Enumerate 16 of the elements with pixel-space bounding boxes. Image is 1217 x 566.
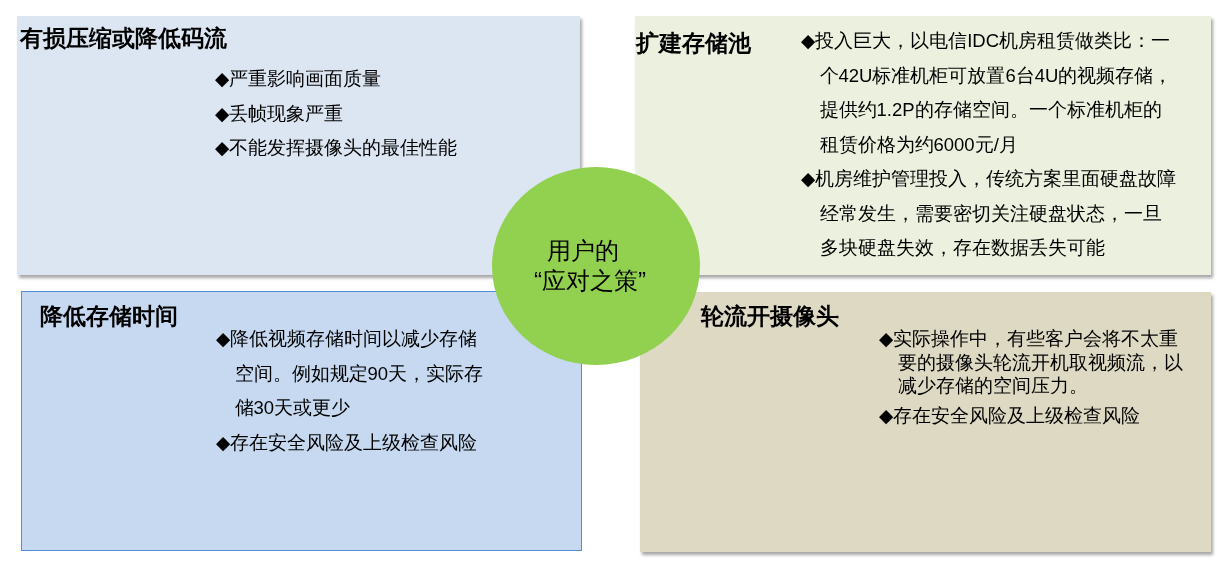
panel-heading: 扩建存储池	[636, 29, 751, 57]
bullet-text: ◆存在安全风险及上级检查风险	[216, 430, 478, 455]
panel-heading: 有损压缩或降低码流	[20, 24, 227, 52]
bullet-text: ◆存在安全风险及上级检查风险	[879, 404, 1141, 428]
info-panel	[640, 292, 1211, 552]
info-panel	[21, 291, 582, 551]
bullet-text: ◆投入巨大，以电信IDC机房租赁做类比：一个42U标准机柜可放置6台4U的视频存储，提供约1.2P的存储空间。一个标准机柜的租赁价格为约6000元/月	[801, 29, 1174, 157]
bullet-text: ◆实际操作中，有些客户会将不太重要的摄像头轮流开机取视频流，以减少存储的空间压力。	[879, 327, 1184, 398]
bullet-text: ◆机房维护管理投入，传统方案里面硬盘故障经常发生，需要密切关注硬盘状态，一旦多块硬盘失效，存在数据丢失可能	[801, 167, 1178, 260]
bullet-text: ◆不能发挥摄像头的最佳性能	[215, 136, 458, 160]
circle-label: 用户的“应对之策”	[534, 236, 647, 296]
bullet-text: ◆降低视频存储时间以减少存储空间。例如规定90天，实际存储30天或更少	[216, 327, 485, 420]
bullet-text: ◆严重影响画面质量	[215, 67, 382, 91]
panel-heading: 轮流开摄像头	[701, 302, 839, 330]
panel-heading: 降低存储时间	[40, 302, 178, 330]
bullet-text: ◆丢帧现象严重	[215, 101, 344, 126]
